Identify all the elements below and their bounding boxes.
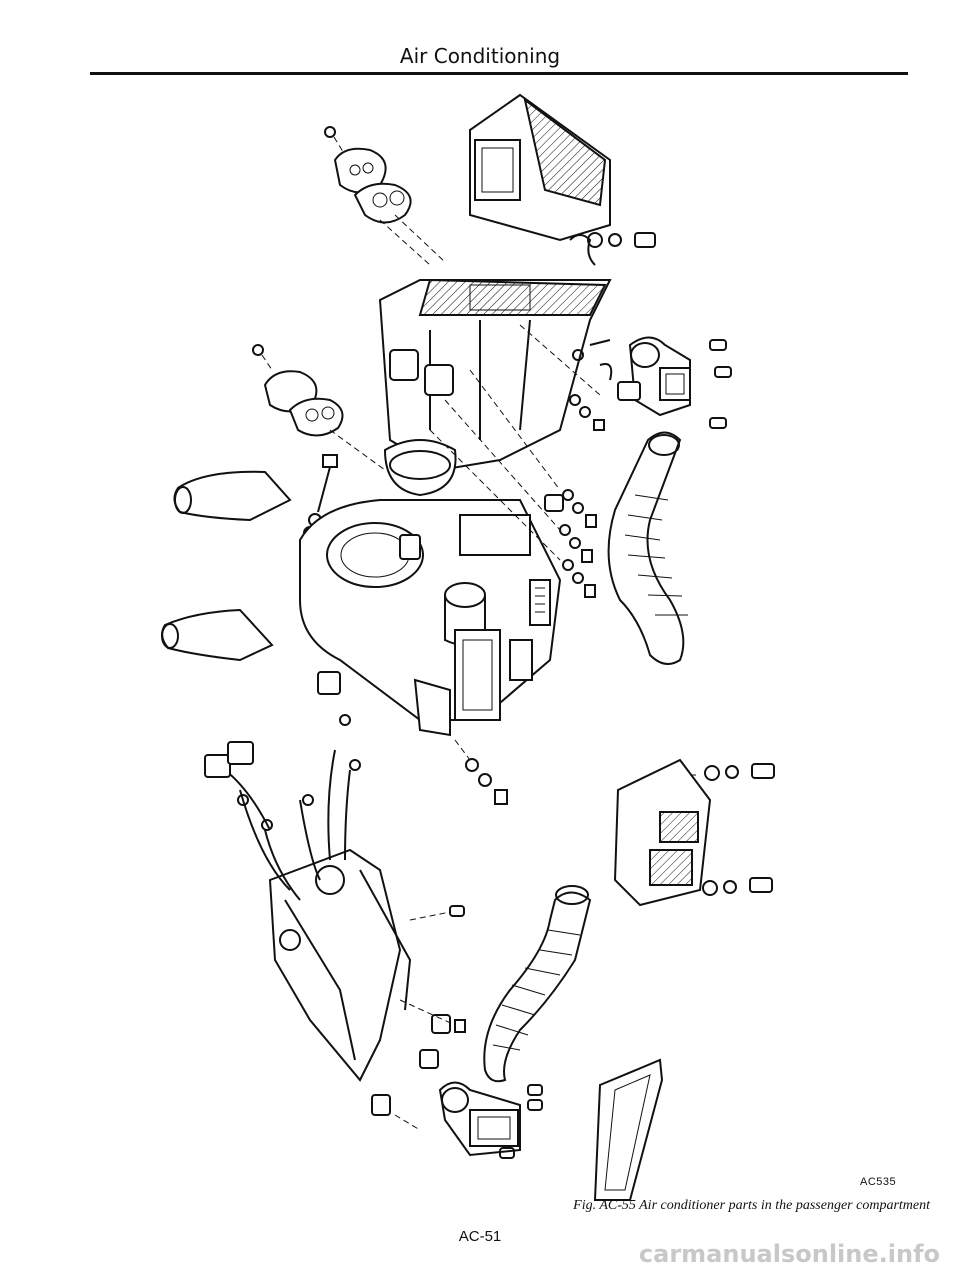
- page-number: AC-51: [458, 1228, 502, 1245]
- lower-corrugated-hose: [483, 885, 592, 1083]
- left-lower-hose: [161, 608, 274, 662]
- figure-code: AC535: [860, 1176, 897, 1188]
- vent-strip: [593, 1058, 664, 1201]
- right-fasteners: [544, 339, 613, 598]
- control-assembly: [204, 714, 466, 1131]
- left-upper-hose: [173, 470, 292, 522]
- blower-unit: [299, 499, 562, 737]
- lower-fasteners: [454, 739, 508, 805]
- figure-caption: Fig. AC-55 Air conditioner parts in the …: [573, 1198, 930, 1213]
- evaporator-housing: [378, 278, 612, 497]
- right-corrugated-hose: [607, 431, 688, 665]
- lower-outlet-duct: [438, 1081, 543, 1159]
- assembly-lines: [429, 324, 601, 561]
- side-outlet-duct: [617, 336, 732, 429]
- duct-fastener: [569, 232, 656, 266]
- middle-gasket: [252, 344, 386, 471]
- header-rule: [90, 72, 908, 75]
- page-title: Air Conditioning: [399, 44, 561, 68]
- watermark: carmanualsonline.info: [638, 1240, 940, 1268]
- intake-duct: [469, 93, 611, 242]
- amplifier-box: [613, 758, 775, 907]
- upper-gasket: [324, 126, 446, 266]
